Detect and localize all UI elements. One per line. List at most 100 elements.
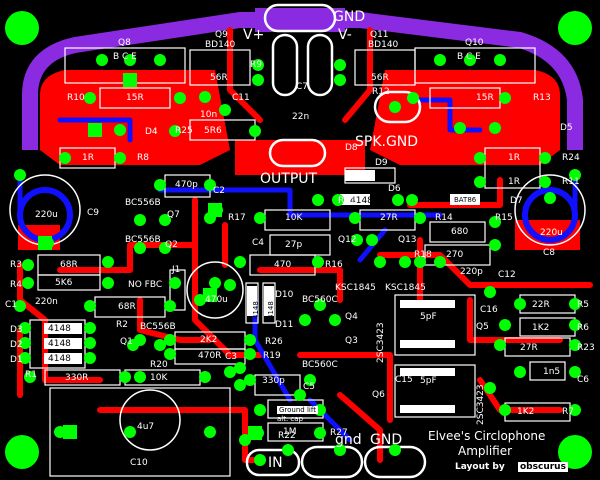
ref-c1: C1 (5, 300, 18, 310)
pad (134, 242, 146, 254)
pad (407, 92, 419, 104)
pad (489, 239, 501, 251)
pad (474, 152, 486, 164)
ref-q5: Q5 (476, 322, 489, 332)
pad (124, 426, 136, 438)
value-r12: 56R (371, 73, 389, 83)
pad (514, 366, 526, 378)
ref-r26: R26 (265, 337, 283, 347)
ground-zone (22, 12, 583, 150)
pad (539, 152, 551, 164)
value-c8: 220u (540, 228, 563, 238)
pad (389, 101, 401, 113)
pad (332, 194, 344, 206)
value-r15: 680 (451, 227, 469, 237)
power-terminals (245, 3, 427, 479)
pad (464, 54, 476, 66)
pad (252, 59, 264, 71)
pad (392, 194, 404, 206)
input-label: IN (268, 455, 283, 471)
value-c16: 5pF (420, 312, 437, 322)
value-c7: 22n (292, 112, 310, 122)
ref-q1: Q1 (120, 337, 133, 347)
ref-c16: C16 (480, 305, 498, 315)
pad (399, 256, 411, 268)
ref-r3: R3 (10, 260, 22, 270)
pad (164, 334, 176, 346)
value-q1: BC556B (140, 322, 176, 332)
value-q5: 2SC3423 (376, 322, 386, 363)
pad (366, 234, 378, 246)
pad (569, 298, 581, 310)
pad (374, 256, 386, 268)
pad (334, 59, 346, 71)
board-title-line2: Amplifier (458, 444, 513, 458)
value-r2: 68R (118, 302, 136, 312)
pad (84, 352, 96, 364)
value-r16: 470 (274, 260, 292, 270)
pad (14, 169, 26, 181)
value-r23: 27R (520, 343, 538, 353)
ref-q11: Q11 (370, 30, 389, 40)
pad (282, 444, 294, 456)
ref-r7: R7 (562, 407, 574, 417)
square-pad (88, 123, 102, 137)
value-q11: BD140 (368, 40, 399, 50)
pad (234, 256, 246, 268)
pad (569, 339, 581, 351)
square-pad (38, 236, 52, 250)
value-q3: BC560C (302, 360, 338, 370)
ref-d3: D3 (10, 325, 23, 335)
pad (19, 337, 31, 349)
value-c6: 1n5 (543, 367, 561, 377)
pad (102, 277, 114, 289)
pad (249, 125, 261, 137)
value-r20: 10K (150, 373, 168, 383)
pad (102, 256, 114, 268)
ref-r6: R6 (577, 323, 589, 333)
pad (489, 122, 501, 134)
value-c5: 330p (262, 376, 285, 386)
pad (569, 366, 581, 378)
board-title-line1: Elvee's Circlophone (428, 429, 546, 443)
pad (434, 54, 446, 66)
ref-c2: C2 (213, 186, 226, 196)
ref-r15: R15 (495, 213, 513, 223)
ref-r22: R22 (278, 431, 296, 441)
pad (299, 314, 311, 326)
ref-q10: Q10 (465, 38, 484, 48)
value-r18: 270 (446, 250, 464, 260)
square-pad (63, 425, 77, 439)
pad (174, 92, 186, 104)
ground-lift-note: Ground lift (277, 406, 318, 414)
ref-c15: C15 (395, 375, 413, 385)
pad (349, 212, 361, 224)
pad (84, 92, 96, 104)
ref-c6: C6 (577, 375, 590, 385)
value-r14: 27R (380, 213, 398, 223)
ref-r16: R16 (325, 260, 343, 270)
ref-d7: D7 (510, 196, 523, 206)
value-q4: BC560C (302, 295, 338, 305)
ref-r27: R27 (330, 428, 348, 438)
ref-c3: C3 (225, 352, 238, 362)
pad (219, 104, 231, 116)
ref-r12: R12 (372, 87, 390, 97)
ref-c4: C4 (252, 238, 265, 248)
value-q9: BD140 (205, 40, 236, 50)
ref-q4: Q4 (345, 312, 358, 322)
pad (22, 277, 34, 289)
ref-c9: C9 (87, 208, 100, 218)
ref-r1: R1 (25, 370, 37, 380)
ref-r24: R24 (562, 153, 580, 163)
value-d11: 4148 (267, 301, 275, 319)
value-q10: B C E (457, 52, 481, 62)
value-r10: 15R (126, 93, 144, 103)
pad (124, 54, 136, 66)
pad (244, 374, 256, 386)
pad (159, 242, 171, 254)
pad (199, 371, 211, 383)
pad (164, 300, 176, 312)
pad (19, 352, 31, 364)
ref-c8: C8 (543, 248, 556, 258)
